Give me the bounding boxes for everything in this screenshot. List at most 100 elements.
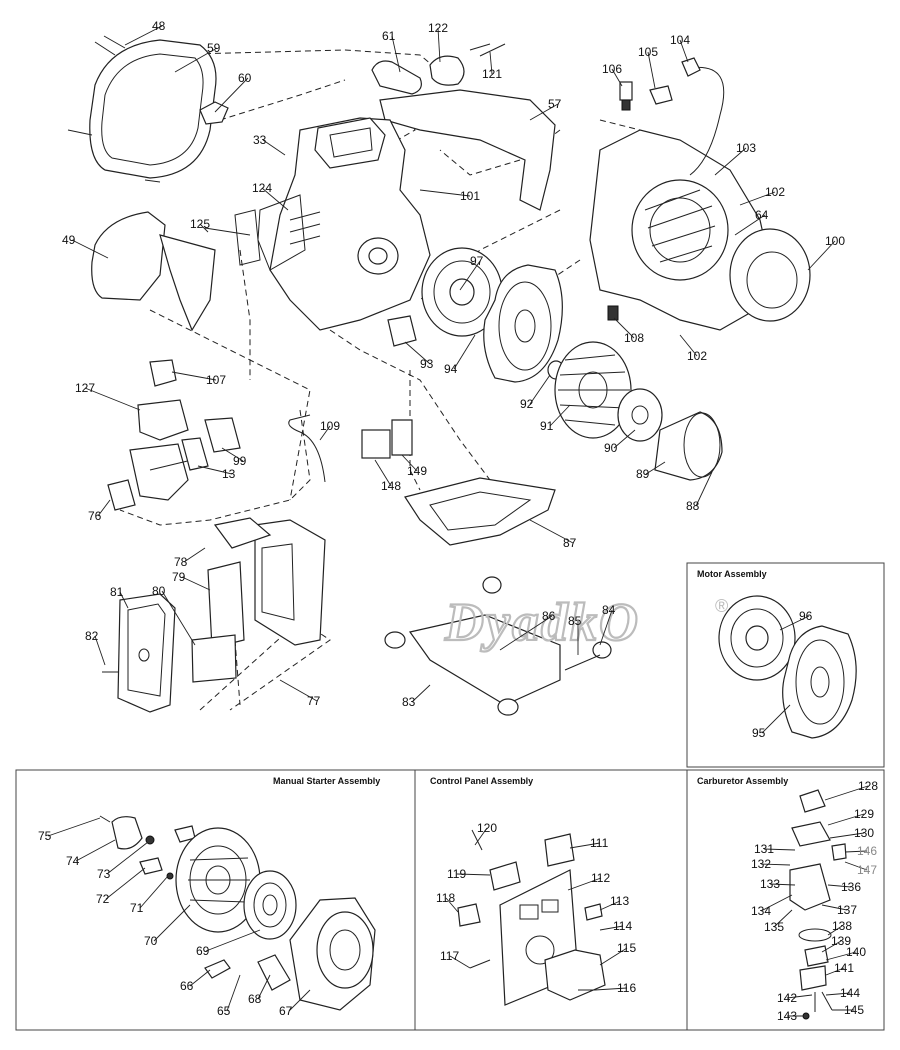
leader-65 [226,974,241,1012]
gasket-13 [181,437,209,471]
carburetor-main [129,359,201,501]
callout-91: 91 [540,419,554,433]
leader-69 [205,929,261,952]
rod-125 [204,227,251,236]
callout-61: 61 [382,29,396,43]
callout-131: 131 [754,842,774,856]
leader-122 [437,27,441,63]
starter-cup-89 [654,411,723,481]
leader-100 [807,240,836,271]
callout-133: 133 [760,877,780,891]
leader-107 [171,371,217,381]
filter-79 [207,561,245,649]
leader-70 [153,904,191,942]
rotor-94 [483,264,563,383]
leader-57 [529,103,559,121]
svg-text:®: ® [715,596,728,616]
watermark: DyadkO ® [443,591,728,653]
carburetor-panel [686,769,885,1031]
leader-149 [401,454,418,472]
manual-starter-title: Manual Starter Assembly [273,776,380,786]
gasket-61 [371,60,422,95]
motor-rotor-95 [782,625,857,739]
leader-118 [445,897,459,913]
callout-138: 138 [832,919,852,933]
callout-101: 101 [460,189,480,203]
callout-70: 70 [144,934,158,948]
callout-145: 145 [844,1003,864,1017]
bolts-48 [67,35,161,183]
callout-72: 72 [96,892,110,906]
leader-90 [613,429,636,449]
leader-87 [529,519,574,544]
callout-79: 79 [172,570,186,584]
leader-48 [124,25,163,46]
leader-132 [760,863,791,866]
callout-116: 116 [617,981,636,995]
callout-140: 140 [846,945,866,959]
leader-95 [761,704,791,734]
callout-85: 85 [568,614,582,628]
callout-119: 119 [447,867,466,881]
leader-75 [47,817,101,837]
leader-80 [161,590,196,646]
callout-96: 96 [799,609,813,623]
leader-33 [262,139,286,156]
leader-121 [489,51,493,75]
leader-120 [474,827,488,846]
gasket-60 [199,101,229,125]
leader-78 [183,547,206,563]
callout-141: 141 [834,961,854,975]
leader-105 [647,51,656,89]
callout-75: 75 [38,829,52,843]
callout-leaders [47,25,869,1017]
leader-106 [611,68,623,87]
spark-plug-wire-104 [689,66,725,176]
leader-148 [374,459,392,487]
callout-68: 68 [248,992,262,1006]
callout-106: 106 [602,62,622,76]
leader-101 [419,189,471,197]
leader-136 [827,884,852,888]
leader-131 [763,848,796,851]
callout-90: 90 [604,441,618,455]
bracket-49 [159,234,216,332]
plate-90 [617,388,663,442]
callout-93: 93 [420,357,434,371]
leader-88 [695,471,713,507]
callout-13: 13 [222,467,236,481]
motor-assembly-title: Motor Assembly [697,569,767,579]
leader-83 [411,684,431,703]
leader-59 [174,47,218,73]
leader-146 [844,850,868,853]
leader-127 [84,387,141,411]
muffler-cover [89,39,217,179]
callout-128: 128 [858,779,878,793]
leader-144 [825,992,851,996]
callout-102b: 102 [687,349,707,363]
leader-89 [645,461,666,475]
motor-assembly-panel [686,562,885,768]
callout-122: 122 [428,21,448,35]
callout-115: 115 [617,941,636,955]
callout-144: 144 [840,986,860,1000]
callout-125: 125 [190,217,210,231]
leader-147 [844,861,868,871]
callout-89: 89 [636,467,650,481]
callout-77: 77 [307,694,321,708]
callout-142: 142 [777,991,797,1005]
callout-146: 146 [857,844,877,858]
leader-61 [391,35,401,73]
leader-116 [594,987,628,991]
callout-74: 74 [66,854,80,868]
leader-113 [599,900,621,911]
leader-68 [257,974,271,1000]
starter-parts [99,815,376,1011]
leader-112 [567,877,602,891]
foam-80 [191,634,237,683]
callout-117: 117 [440,949,459,963]
leader-99 [221,447,244,462]
leader-130 [829,832,865,839]
leader-91 [549,404,571,427]
